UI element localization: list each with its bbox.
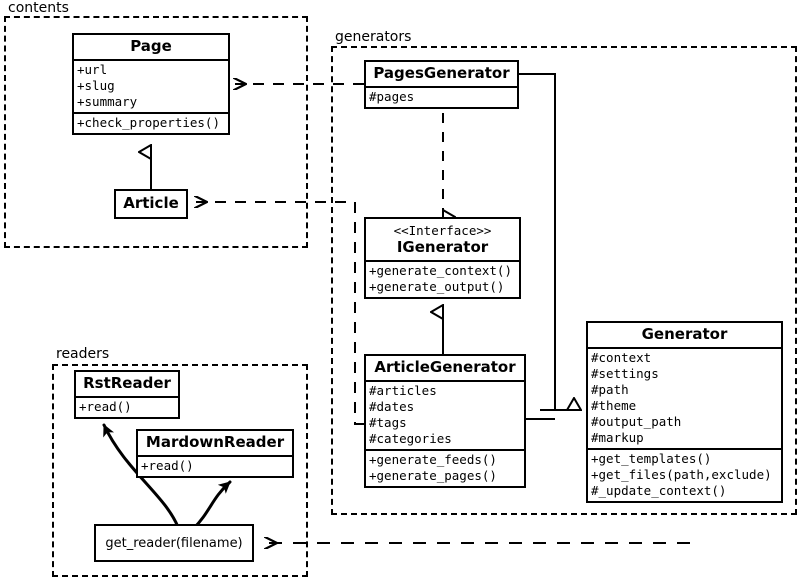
attribute-row: #output_path xyxy=(591,414,682,430)
operation-row: +generate_pages() xyxy=(369,468,497,484)
package-label-contents: contents xyxy=(6,0,71,16)
operation-row: +generate_feeds() xyxy=(369,452,497,468)
class-name-mardownreader: MardownReader xyxy=(145,433,285,451)
class-name-article: Article xyxy=(123,194,179,212)
attribute-row: #pages xyxy=(369,89,415,105)
class-operations-rstreader: +read() xyxy=(76,396,178,417)
class-name-articlegenerator: ArticleGenerator xyxy=(374,358,516,376)
attribute-row: #markup xyxy=(591,430,644,446)
operation-row: +generate_output() xyxy=(369,278,505,294)
class-box-mardownreader[interactable]: MardownReader +read() xyxy=(136,429,294,479)
attribute-row: +summary xyxy=(77,94,138,110)
class-name-label: IGenerator xyxy=(396,237,489,256)
class-attributes-pagesgenerator: #pages xyxy=(366,86,517,107)
package-frame-readers xyxy=(52,364,308,577)
attribute-row: #tags xyxy=(369,415,407,431)
attribute-row: +url xyxy=(77,62,108,78)
class-name-page: Page xyxy=(130,37,172,55)
package-label-readers: readers xyxy=(54,346,112,362)
operation-row: +get_files(path,exclude) xyxy=(591,467,772,483)
class-box-articlegenerator[interactable]: ArticleGenerator #articles #dates #tags … xyxy=(364,354,526,489)
attribute-row: #context xyxy=(591,350,652,366)
function-label-get-reader: get_reader(filename) xyxy=(105,535,243,551)
class-box-generator[interactable]: Generator #context #settings #path #them… xyxy=(586,321,783,504)
class-operations-generator: +get_templates() +get_files(path,exclude… xyxy=(588,448,781,501)
class-attributes-articlegenerator: #articles #dates #tags #categories xyxy=(366,380,524,449)
attribute-row: #categories xyxy=(369,431,452,447)
attribute-row: #articles xyxy=(369,383,437,399)
class-box-igenerator[interactable]: <<Interface>> IGenerator +generate_conte… xyxy=(364,217,521,299)
attribute-row: #settings xyxy=(591,366,659,382)
operation-row: +generate_context() xyxy=(369,262,512,278)
function-box-get-reader[interactable]: get_reader(filename) xyxy=(94,524,254,562)
class-operations-page: +check_properties() xyxy=(74,112,228,133)
attribute-row: #theme xyxy=(591,398,637,414)
attribute-row: +slug xyxy=(77,78,115,94)
class-name-pagesgenerator: PagesGenerator xyxy=(373,64,510,82)
class-name-generator: Generator xyxy=(641,325,728,343)
class-name-rstreader: RstReader xyxy=(83,374,171,392)
class-operations-articlegenerator: +generate_feeds() +generate_pages() xyxy=(366,449,524,486)
class-box-article[interactable]: Article xyxy=(114,189,188,220)
class-operations-mardownreader: +read() xyxy=(138,455,292,476)
class-name-igenerator: <<Interface>> IGenerator xyxy=(366,219,519,260)
operation-row: #_update_context() xyxy=(591,483,727,499)
attribute-row: #path xyxy=(591,382,629,398)
class-box-pagesgenerator[interactable]: PagesGenerator #pages xyxy=(364,60,519,110)
class-stereotype-igenerator: <<Interface>> xyxy=(393,223,492,238)
class-attributes-generator: #context #settings #path #theme #output_… xyxy=(588,347,781,448)
package-label-generators: generators xyxy=(333,29,414,45)
operation-row: +get_templates() xyxy=(591,451,712,467)
operation-row: +check_properties() xyxy=(77,115,220,131)
class-box-page[interactable]: Page +url +slug +summary +check_properti… xyxy=(72,33,230,136)
package-frame-contents xyxy=(4,16,308,248)
operation-row: +read() xyxy=(79,399,132,415)
attribute-row: #dates xyxy=(369,399,415,415)
class-operations-igenerator: +generate_context() +generate_output() xyxy=(366,259,519,297)
class-attributes-page: +url +slug +summary xyxy=(74,59,228,112)
class-box-rstreader[interactable]: RstReader +read() xyxy=(74,370,180,420)
operation-row: +read() xyxy=(141,458,194,474)
